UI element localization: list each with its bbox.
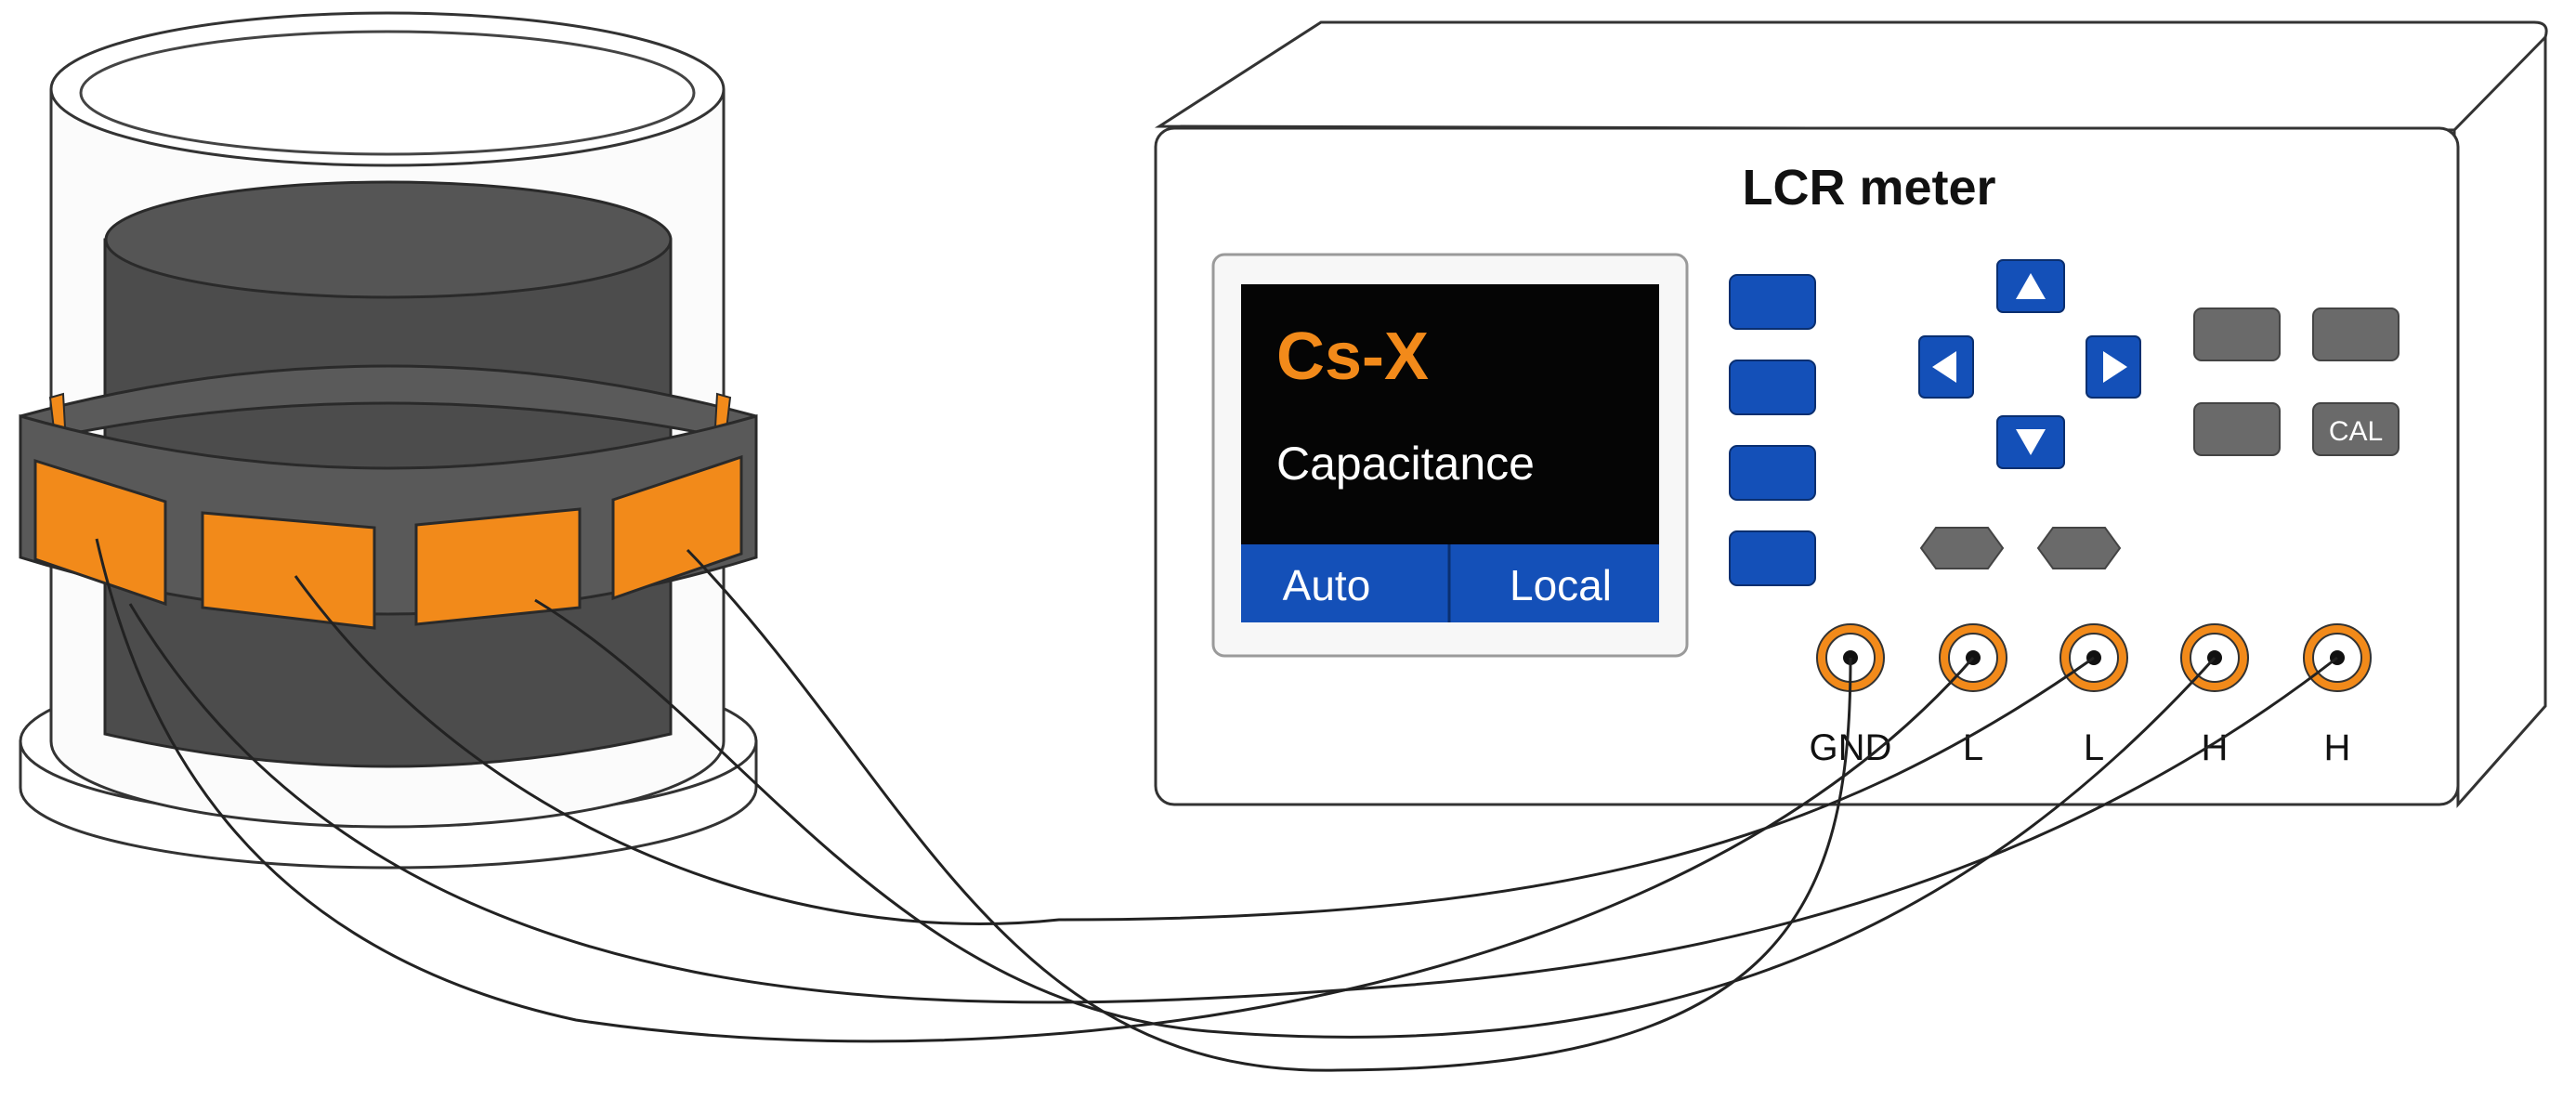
function-button-3[interactable] — [2193, 402, 2281, 456]
softkey-local[interactable]: Local — [1510, 561, 1612, 609]
soft-button-4[interactable] — [1729, 530, 1816, 586]
wire-5 — [128, 603, 2338, 1004]
arrow-up-button[interactable] — [1996, 259, 2065, 313]
lcr-meter: LCR meter Cs-X Capacitance Auto Local — [1154, 20, 2548, 808]
arrow-right-button[interactable] — [2086, 335, 2141, 399]
soft-button-column — [1729, 274, 1816, 586]
arrow-left-icon — [1932, 351, 1956, 383]
arrow-up-icon — [2016, 273, 2046, 299]
cal-button[interactable]: CAL — [2312, 402, 2399, 456]
terminal-label-h2: H — [2324, 727, 2351, 768]
cal-label: CAL — [2329, 416, 2383, 447]
electrode-1 — [33, 458, 167, 607]
softkey-auto[interactable]: Auto — [1283, 561, 1371, 609]
hex-button-1[interactable] — [1919, 527, 2005, 569]
soft-button-2[interactable] — [1729, 360, 1816, 415]
display: Cs-X Capacitance Auto Local — [1211, 253, 1689, 658]
electrode-4 — [611, 454, 743, 601]
terminal-l2[interactable] — [2059, 623, 2128, 692]
soft-button-1[interactable] — [1729, 274, 1816, 330]
arrow-right-icon — [2103, 351, 2127, 383]
arrow-pad — [1918, 259, 2141, 469]
meter-title: LCR meter — [1742, 160, 1995, 216]
wires — [95, 538, 2338, 1072]
arrow-down-button[interactable] — [1996, 415, 2065, 469]
measurement-parameter: Capacitance — [1276, 438, 1535, 490]
electrode-ring — [19, 364, 758, 630]
wire-2 — [294, 575, 2095, 925]
function-button-1[interactable] — [2193, 307, 2281, 361]
hex-button-2[interactable] — [2036, 527, 2122, 569]
arrow-left-button[interactable] — [1918, 335, 1974, 399]
electrode-3 — [414, 507, 582, 626]
function-buttons: CAL — [2193, 307, 2399, 456]
hex-buttons — [1919, 527, 2122, 569]
function-button-2[interactable] — [2312, 307, 2399, 361]
terminal-label-l2: L — [2084, 727, 2104, 768]
measurement-mode: Cs-X — [1276, 320, 1429, 394]
arrow-down-icon — [2016, 429, 2046, 455]
wire-4 — [686, 548, 1852, 1072]
electrode-2 — [201, 511, 376, 630]
wire-1 — [95, 538, 1975, 1043]
sample-cell — [19, 11, 758, 870]
wire-3 — [534, 598, 2216, 1039]
soft-button-3[interactable] — [1729, 445, 1816, 501]
